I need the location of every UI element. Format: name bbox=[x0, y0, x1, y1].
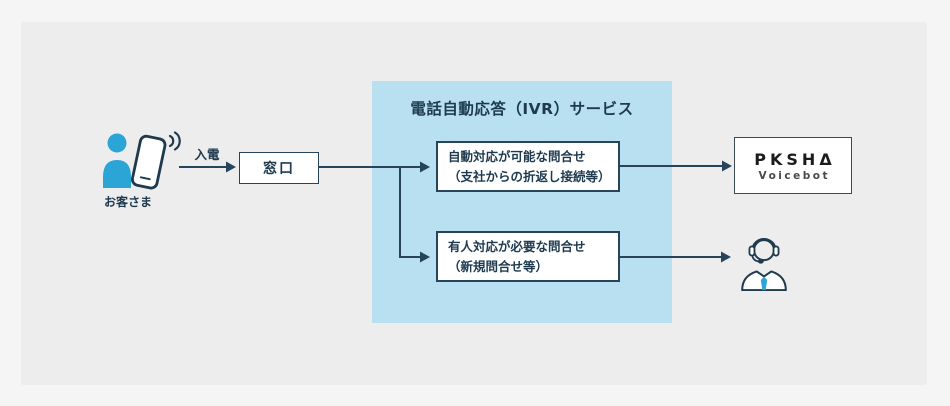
smartphone-icon bbox=[130, 134, 167, 190]
human-inquiry-line2: （新規問合せ等） bbox=[448, 258, 549, 274]
reception-box: 窓口 bbox=[239, 152, 319, 184]
sound-waves-icon bbox=[168, 131, 181, 151]
human-inquiry-box: 有人対応が必要な問合せ （新規問合せ等） bbox=[436, 231, 620, 282]
headset-earpad-right bbox=[772, 245, 780, 257]
headset-earpad-left bbox=[748, 245, 756, 257]
customer-body bbox=[103, 160, 131, 188]
incoming-call-label: 入電 bbox=[194, 147, 220, 162]
voicebot-label: Voicebot bbox=[758, 169, 830, 182]
operator-headset-icon bbox=[737, 231, 791, 291]
auto-inquiry-box: 自動対応が可能な問合せ （支社からの折返し接続等） bbox=[436, 141, 620, 192]
pksha-voicebot-box: PKSHΔ Voicebot bbox=[734, 137, 852, 194]
headset-mic bbox=[757, 259, 764, 264]
operator-tie bbox=[760, 276, 768, 291]
customer-head bbox=[107, 133, 127, 153]
auto-inquiry-line2: （支社からの折返し接続等） bbox=[448, 168, 611, 184]
ivr-service-title: 電話自動応答（IVR）サービス bbox=[410, 100, 634, 118]
headset-mic-arm bbox=[751, 255, 759, 263]
ivr-service-panel bbox=[372, 81, 672, 323]
human-inquiry-line1: 有人対応が必要な問合せ bbox=[448, 239, 586, 255]
customer-label: お客さま bbox=[103, 195, 152, 209]
pksha-logo: PKSHΔ bbox=[754, 149, 836, 169]
customer-with-smartphone-icon bbox=[100, 131, 186, 191]
auto-inquiry-line1: 自動対応が可能な問合せ bbox=[448, 149, 586, 165]
headset-band bbox=[751, 237, 777, 249]
